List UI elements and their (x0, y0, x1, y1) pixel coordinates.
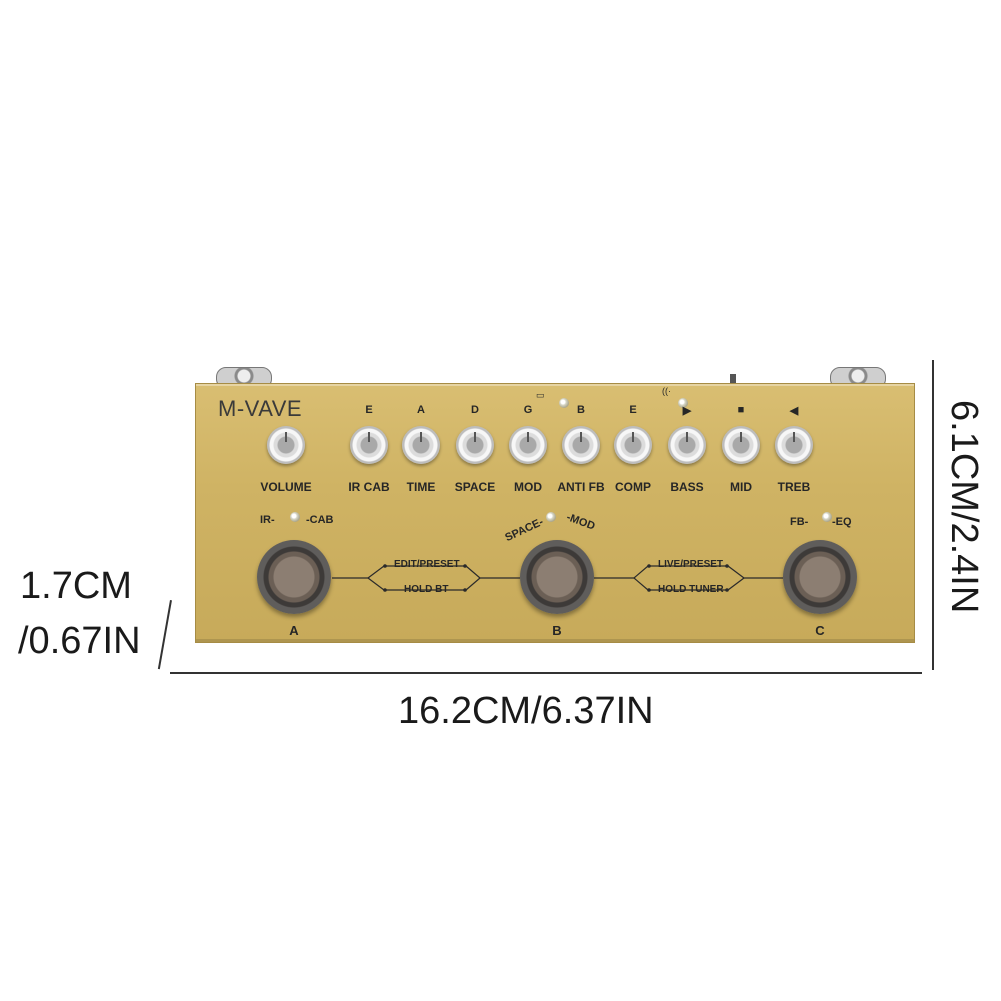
knob-label-time: TIME (406, 480, 436, 494)
knob-ir-cab[interactable] (350, 426, 388, 464)
knob-1-note-label: E (365, 404, 373, 416)
hold-bt-label: HOLD BT (404, 584, 449, 595)
knob-label-volume: VOLUME (260, 480, 312, 494)
knob-space[interactable] (456, 426, 494, 464)
knob-6-note-label: E (629, 404, 637, 416)
brand-logo: M-VAVE (218, 396, 303, 421)
footswitch-a-letter: A (289, 623, 299, 638)
knob-treb[interactable] (775, 426, 813, 464)
footswitch-a-label-right: -CAB (306, 514, 334, 526)
knob-label-treb: TREB (777, 480, 811, 494)
footswitch-c-led (822, 512, 832, 522)
power-switch (730, 374, 736, 384)
bluetooth-led (678, 398, 688, 408)
knob-7-note-label: ▶ (682, 405, 692, 417)
knob-label-mid: MID (730, 480, 752, 494)
hold-tuner-label: HOLD TUNER (658, 584, 724, 595)
depth-dimension-label-line1: 1.7CM (20, 565, 132, 607)
height-dimension-label: 6.1CM/2.4IN (943, 400, 985, 614)
knob-3-note-label: D (471, 404, 479, 416)
depth-dimension-label-line2: /0.67IN (18, 620, 141, 662)
footswitch-b-letter: B (552, 623, 562, 638)
footswitch-b[interactable] (520, 540, 594, 614)
footswitch-a[interactable] (257, 540, 331, 614)
knob-8-note-label: ■ (737, 404, 745, 416)
knob-time[interactable] (402, 426, 440, 464)
battery-led (559, 398, 569, 408)
knob-2-note-label: A (417, 404, 425, 416)
footswitch-b-led (546, 512, 556, 522)
knob-4-note-label: G (523, 404, 533, 416)
knob-label-ir-cab: IR CAB (348, 480, 390, 494)
footswitch-a-led (290, 512, 300, 522)
battery-icon: ▭ (536, 390, 545, 400)
width-dimension-line (170, 672, 922, 674)
footswitch-a-label-left: IR- (260, 514, 275, 526)
knob-label-bass: BASS (670, 480, 704, 494)
knob-label-comp: COMP (615, 480, 651, 494)
knob-comp[interactable] (614, 426, 652, 464)
knob-anti-fb[interactable] (562, 426, 600, 464)
edit-preset-label: EDIT/PRESET (394, 559, 460, 570)
width-dimension-label: 16.2CM/6.37IN (398, 690, 654, 732)
knob-bass[interactable] (668, 426, 706, 464)
knob-mod[interactable] (509, 426, 547, 464)
knob-label-space: SPACE (454, 480, 496, 494)
footswitch-c-label-left: FB- (790, 516, 809, 528)
knob-volume[interactable] (267, 426, 305, 464)
knob-label-mod: MOD (514, 480, 542, 494)
bluetooth-signal-icon: ((· (662, 386, 671, 396)
depth-dimension-line (157, 600, 172, 670)
footswitch-c-label-right: -EQ (832, 516, 852, 528)
height-dimension-line (932, 360, 934, 670)
pedal-body: M-VAVE ▭ ((· VOLUME E IR CAB A TIME D SPACE G MO… (195, 383, 915, 643)
knob-9-note-label: ◀ (789, 405, 799, 417)
knob-label-anti-fb: ANTI FB (557, 480, 605, 494)
live-preset-label: LIVE/PRESET (658, 559, 724, 570)
footswitch-c-letter: C (815, 623, 825, 638)
function-connector-lines (332, 564, 783, 592)
knob-mid[interactable] (722, 426, 760, 464)
knob-5-note-label: B (577, 404, 585, 416)
footswitch-c[interactable] (783, 540, 857, 614)
